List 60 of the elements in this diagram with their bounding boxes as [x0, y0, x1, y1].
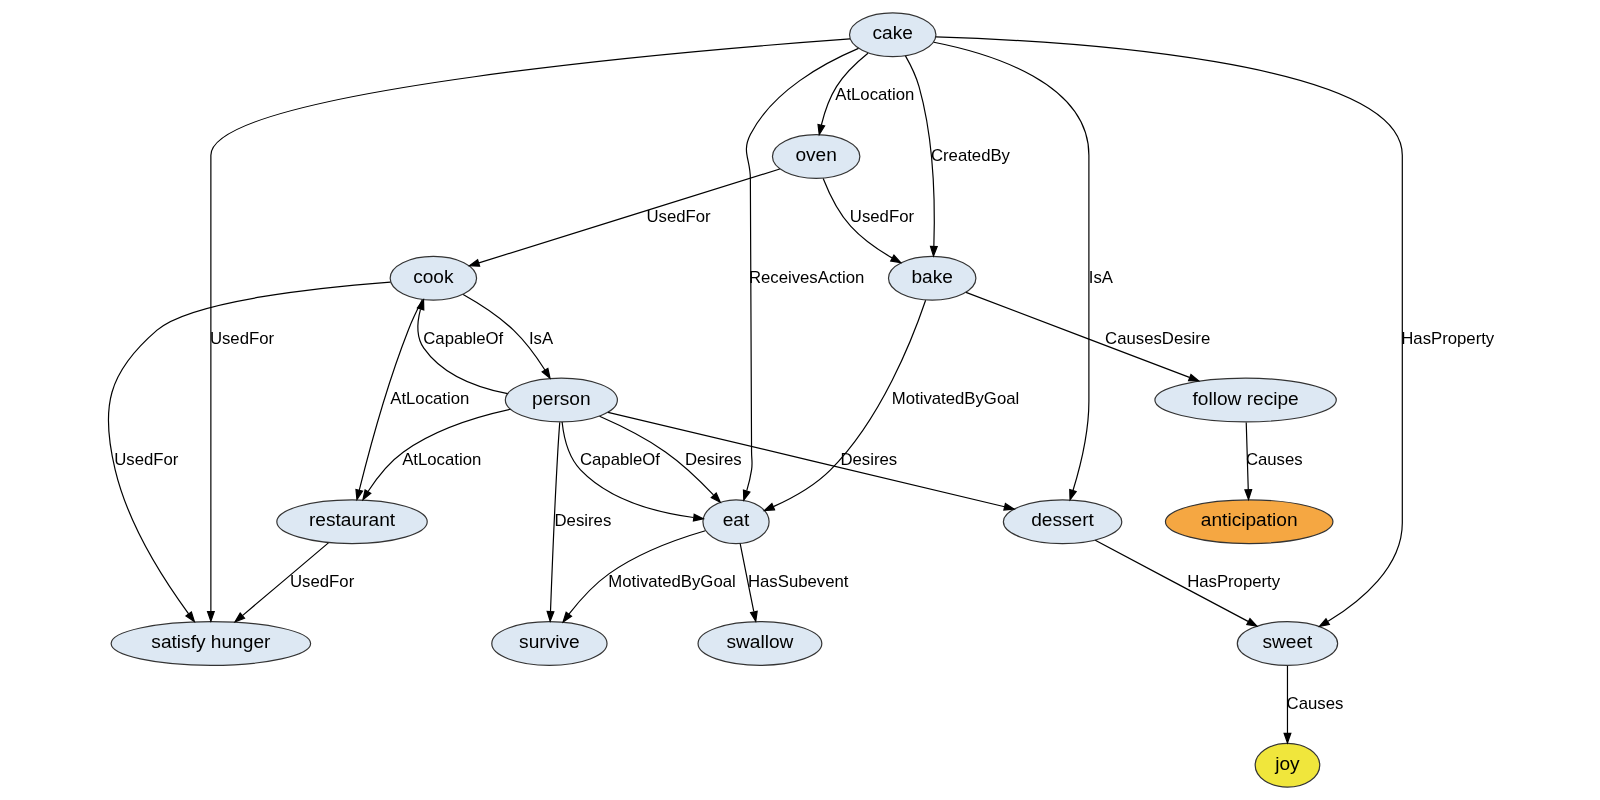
edge-label: CapableOf: [579, 450, 660, 470]
edge-label: AtLocation: [389, 389, 469, 409]
node-ellipse: satisfy hunger: [110, 621, 311, 666]
node-ellipse: oven: [771, 134, 860, 179]
edge-label: IsA: [528, 328, 553, 348]
arrow: [361, 408, 511, 502]
node-ellipse: sweet: [1236, 621, 1338, 666]
arrow: [904, 55, 938, 258]
arrow: [1243, 421, 1252, 502]
arrow: [206, 38, 851, 623]
edge-label: UsedFor: [289, 572, 354, 592]
node-ellipse: restaurant: [275, 499, 428, 545]
edge-label: Desires: [554, 511, 611, 531]
edge-label: UsedFor: [849, 206, 914, 226]
edge-label: CapableOf: [422, 328, 503, 348]
arrow: [467, 168, 780, 267]
arrow: [1282, 665, 1292, 745]
arrow: [822, 177, 902, 264]
edge-label: Desires: [684, 450, 742, 470]
node-ellipse: swallow: [696, 621, 822, 666]
edge-label: UsedFor: [209, 328, 274, 348]
arrow: [932, 41, 1089, 502]
node-ellipse: follow recipe: [1153, 377, 1337, 423]
node-ellipse: eat: [701, 499, 770, 545]
node-ellipse: person: [504, 377, 618, 423]
edge-label: HasSubevent: [747, 572, 848, 592]
arrow: [606, 411, 1016, 511]
arrow: [816, 52, 869, 137]
arrow: [233, 542, 329, 623]
arrow: [964, 291, 1200, 382]
arrow: [561, 530, 706, 624]
node-ellipse: cook: [389, 255, 477, 301]
arrow: [107, 281, 391, 624]
arrow: [354, 299, 423, 502]
edge-label: Desires: [839, 450, 897, 470]
edge-label: AtLocation: [834, 85, 914, 105]
arrow: [415, 298, 508, 395]
edge-label: HasProperty: [1186, 572, 1280, 592]
edge-label: Causes: [1286, 693, 1343, 713]
arrow: [934, 36, 1403, 628]
arrow: [561, 421, 705, 522]
arrow: [598, 415, 721, 504]
edge-label: CausesDesire: [1104, 328, 1210, 348]
edge-label: MotivatedByGoal: [607, 572, 736, 592]
arrow: [742, 47, 859, 502]
arrow: [762, 299, 926, 512]
arrow: [739, 543, 758, 624]
edge-label: MotivatedByGoal: [891, 389, 1019, 409]
arrow: [462, 293, 551, 380]
arrow: [545, 421, 560, 623]
edge-label: AtLocation: [401, 450, 481, 470]
edge-label: UsedFor: [646, 206, 711, 226]
edge-label: UsedFor: [113, 450, 178, 470]
node-ellipse: joy: [1254, 742, 1320, 788]
edge-label: IsA: [1088, 267, 1113, 287]
arrow: [1094, 539, 1258, 627]
edge-label: CreatedBy: [930, 145, 1010, 165]
node-ellipse: cake: [848, 12, 936, 58]
node-ellipse: anticipation: [1164, 499, 1334, 545]
node-ellipse: survive: [490, 621, 608, 666]
